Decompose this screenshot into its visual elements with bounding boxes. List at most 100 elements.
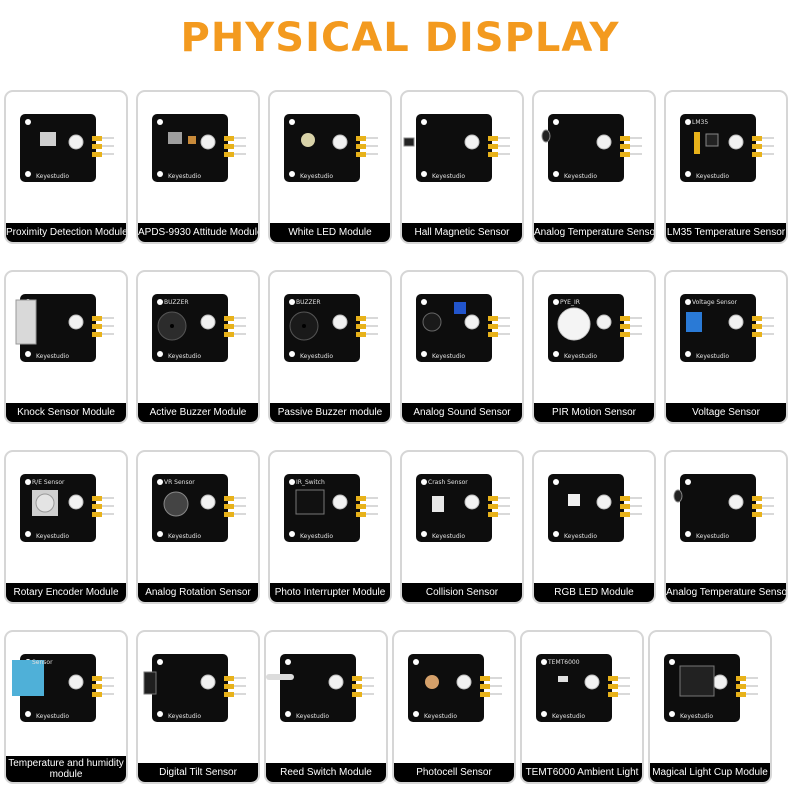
module-label: LM35 Temperature Sensor — [666, 223, 786, 242]
component-lm35 — [694, 132, 719, 154]
component-chip — [168, 132, 196, 144]
board-brand: Keyestudio — [432, 533, 465, 540]
module-board: Keyestudio — [548, 474, 642, 542]
mount-hole — [553, 479, 559, 485]
board-brand: Keyestudio — [680, 713, 713, 720]
module-board: Keyestudio — [408, 654, 502, 722]
board-brand: Keyestudio — [564, 173, 597, 180]
board-label: PYE_IR — [560, 299, 580, 306]
page-title: PHYSICAL DISPLAY — [180, 15, 620, 61]
header-pins — [736, 676, 758, 697]
mount-hole — [413, 659, 419, 665]
module-label: Temperature and humidity module — [6, 756, 126, 782]
header-pins — [224, 676, 246, 697]
module-label: Analog Sound Sensor — [402, 403, 522, 422]
mount-hole — [289, 119, 295, 125]
header-pins — [356, 496, 378, 517]
pcb-board — [416, 114, 492, 182]
mount-hole — [421, 119, 427, 125]
header-pins — [488, 136, 510, 157]
module-label: TEMT6000 Ambient Light — [522, 763, 642, 782]
module-label: Photo Interrupter Module — [270, 583, 390, 602]
mount-hole — [685, 479, 691, 485]
indicator-led — [464, 314, 480, 330]
pcb-board — [152, 654, 228, 722]
module-board: Keyestudio — [143, 654, 246, 722]
mount-hole — [421, 479, 427, 485]
mount-hole — [285, 659, 291, 665]
component-switch — [432, 496, 444, 512]
component-hall — [403, 137, 415, 147]
pcb-board — [680, 294, 756, 362]
component-pir — [557, 307, 591, 341]
board-brand: Keyestudio — [432, 173, 465, 180]
indicator-led — [712, 674, 728, 690]
module-label: Proximity Detection Module — [6, 223, 126, 242]
component-rgb — [568, 494, 580, 506]
module-label: Analog Temperature Sensor — [534, 223, 654, 242]
module-label: White LED Module — [270, 223, 390, 242]
module-board: Keyestudio — [284, 114, 378, 182]
mount-hole — [685, 119, 691, 125]
component-dht — [12, 660, 44, 696]
mount-hole — [541, 659, 547, 665]
indicator-led — [68, 494, 84, 510]
pcb-board — [152, 114, 228, 182]
header-pins — [92, 136, 114, 157]
module-photo: Keyestudio — [152, 114, 246, 182]
mount-hole — [157, 119, 163, 125]
indicator-led — [200, 134, 216, 150]
indicator-led — [728, 314, 744, 330]
mount-hole — [685, 171, 691, 177]
module-photo: Keyestudio — [284, 114, 378, 182]
mount-hole — [157, 171, 163, 177]
module-board: Keyestudio — [403, 114, 510, 182]
mount-hole — [553, 119, 559, 125]
mount-hole — [289, 299, 295, 305]
header-pins — [608, 676, 630, 697]
mount-hole — [421, 531, 427, 537]
module-label: Knock Sensor Module — [6, 403, 126, 422]
indicator-led — [464, 494, 480, 510]
mount-hole — [157, 479, 163, 485]
mount-hole — [413, 711, 419, 717]
header-pins — [620, 496, 642, 517]
pcb-board — [20, 114, 96, 182]
board-brand: Keyestudio — [696, 353, 729, 360]
board-brand: Keyestudio — [564, 353, 597, 360]
mount-hole — [553, 299, 559, 305]
module-photo: Keyestudio — [673, 474, 774, 542]
board-brand: Keyestudio — [696, 533, 729, 540]
component-buzzer — [289, 311, 319, 341]
indicator-led — [200, 314, 216, 330]
board-brand: Keyestudio — [168, 173, 201, 180]
board-brand: Keyestudio — [564, 533, 597, 540]
mount-hole — [157, 531, 163, 537]
header-pins — [224, 136, 246, 157]
pcb-board — [536, 654, 612, 722]
module-label: RGB LED Module — [534, 583, 654, 602]
indicator-led — [68, 134, 84, 150]
module-photo: Keyestudio — [416, 294, 510, 362]
mount-hole — [157, 351, 163, 357]
component-ic — [40, 132, 56, 146]
module-photo: Keyestudio — [143, 654, 246, 722]
header-pins — [224, 496, 246, 517]
mount-hole — [669, 659, 675, 665]
